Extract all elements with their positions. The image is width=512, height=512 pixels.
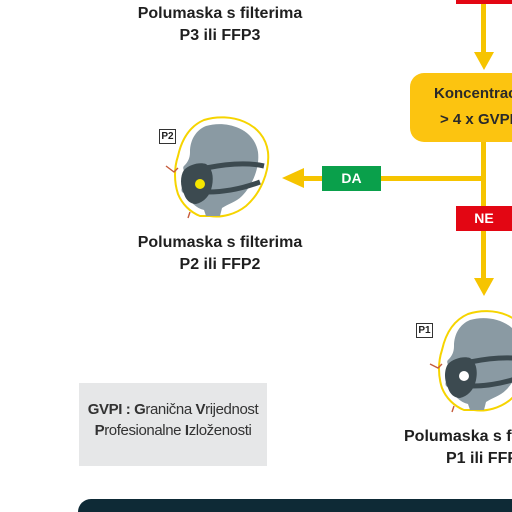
- legend-line1: GVPI : Granična Vrijednost: [79, 399, 267, 420]
- arrow-down-icon: [474, 52, 494, 70]
- caption-p2-line2: P2 ili FFP2: [179, 256, 261, 273]
- tag-p2: P2: [159, 129, 176, 144]
- concentration-line2: > 4 x GVPI: [440, 111, 512, 128]
- arrow-left-icon: [282, 168, 304, 188]
- respirator-head-p2-icon: [165, 116, 270, 219]
- caption-p2: Polumaska s filterima P2 ili FFP2: [120, 232, 320, 276]
- no-badge: NE: [456, 206, 512, 231]
- top-red-block: [456, 0, 512, 4]
- legend-abbr: GVPI :: [87, 401, 135, 418]
- footer-bar: [78, 499, 512, 512]
- legend-w4-initial: I: [184, 422, 189, 439]
- caption-p1-line2: P1 ili FFP: [446, 450, 512, 467]
- legend-w2-initial: V: [195, 401, 206, 418]
- caption-p1-clip: Polumaska s fil P1 ili FFP: [396, 426, 512, 474]
- caption-p3-line2: P3 ili FFP3: [179, 27, 261, 44]
- legend-w4-rest: zloženosti: [188, 422, 252, 439]
- legend-w2-rest: rijednost: [205, 401, 259, 418]
- concentration-decision-box: Koncentrac > 4 x GVPI: [410, 73, 512, 142]
- concentration-line1: Koncentrac: [434, 85, 512, 102]
- gvpi-legend: GVPI : Granična Vrijednost Profesionalne…: [79, 383, 267, 466]
- caption-p2-line1: Polumaska s filterima: [137, 234, 303, 251]
- legend-w3-rest: rofesionalne: [104, 422, 185, 439]
- connector-yes-horizontal: [300, 176, 484, 181]
- caption-p3: Polumaska s filterima P3 ili FFP3: [120, 3, 320, 47]
- caption-p1-line1: Polumaska s fil: [404, 428, 512, 445]
- legend-w1-initial: G: [134, 401, 146, 418]
- legend-w3-initial: P: [94, 422, 105, 439]
- tag-p1: P1: [416, 323, 433, 338]
- caption-p1: Polumaska s fil P1 ili FFP: [404, 426, 512, 470]
- legend-line2: Profesionalne Izloženosti: [79, 420, 267, 441]
- respirator-head-p1-icon: [429, 310, 512, 413]
- legend-w1-rest: ranična: [145, 401, 196, 418]
- caption-p3-line1: Polumaska s filterima: [137, 5, 303, 22]
- yes-badge: DA: [322, 166, 381, 191]
- arrow-down-icon: [474, 278, 494, 296]
- connector-top-vertical: [481, 0, 486, 56]
